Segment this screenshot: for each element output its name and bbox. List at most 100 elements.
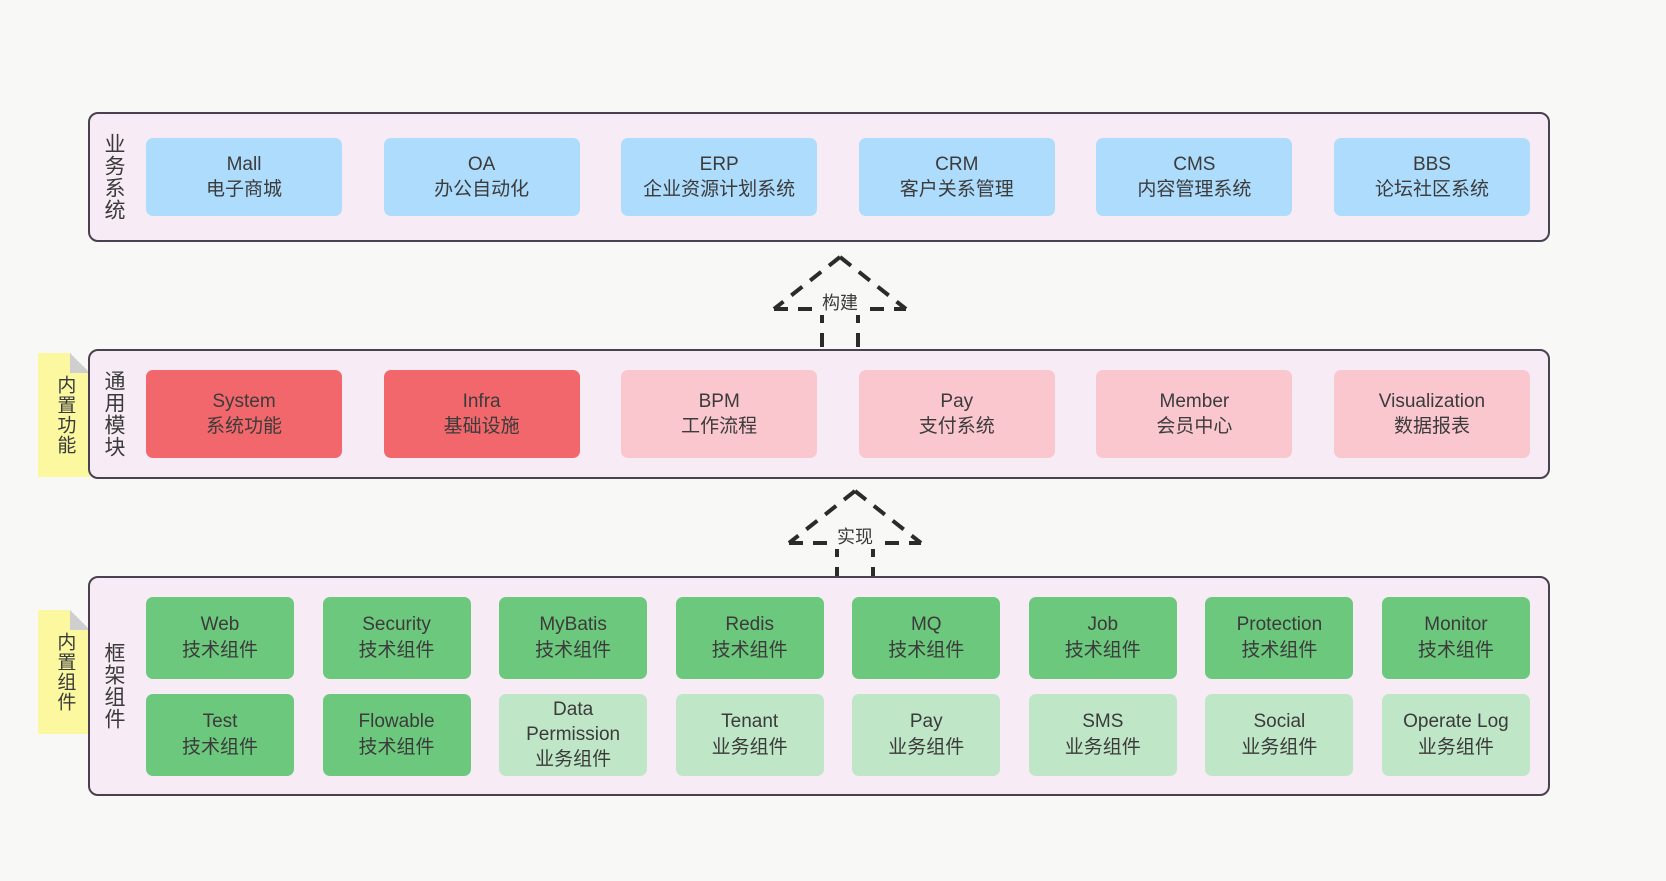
node-operate-log[interactable]: Operate Log 业务组件 bbox=[1381, 693, 1530, 776]
node-pay-module-title: Pay bbox=[940, 390, 974, 412]
node-protection-subtitle: 技术组件 bbox=[1241, 639, 1318, 661]
node-social-subtitle: 业务组件 bbox=[1241, 736, 1318, 758]
layer-framework-components-body: Web 技术组件 Security 技术组件 MyBatis 技术组件 Redi… bbox=[136, 578, 1548, 794]
node-system[interactable]: System 系统功能 bbox=[146, 370, 342, 458]
node-web-title: Web bbox=[200, 614, 240, 636]
node-cms-title: CMS bbox=[1173, 153, 1216, 175]
node-security-subtitle: 技术组件 bbox=[358, 639, 435, 661]
layer-framework-components: 框架组件 Web 技术组件 Security 技术组件 MyBatis 技术组件… bbox=[88, 576, 1550, 796]
layer-general-modules: 通用模块 System 系统功能 Infra 基础设施 BPM 工作流程 Pay… bbox=[88, 349, 1550, 479]
node-web[interactable]: Web 技术组件 bbox=[146, 596, 294, 679]
node-pay-module[interactable]: Pay 支付系统 bbox=[858, 370, 1055, 458]
node-crm-subtitle: 客户关系管理 bbox=[899, 179, 1014, 200]
node-pay-component-subtitle: 业务组件 bbox=[888, 736, 965, 758]
node-oa[interactable]: OA 办公自动化 bbox=[383, 138, 580, 216]
framework-row-business: Test 技术组件 Flowable 技术组件 Data Permission … bbox=[146, 693, 1530, 776]
layer-business-systems-title: 业务系统 bbox=[101, 133, 125, 221]
node-security[interactable]: Security 技术组件 bbox=[322, 596, 471, 679]
node-system-subtitle: 系统功能 bbox=[205, 416, 282, 437]
sticky-note-builtin-features: 内置功能 bbox=[38, 353, 90, 477]
node-operate-log-title: Operate Log bbox=[1403, 711, 1509, 733]
connector-implement-label: 实现 bbox=[835, 523, 875, 549]
node-mybatis-subtitle: 技术组件 bbox=[535, 639, 612, 661]
node-redis[interactable]: Redis 技术组件 bbox=[675, 596, 824, 679]
layer-framework-components-title: 框架组件 bbox=[101, 642, 125, 730]
node-bpm[interactable]: BPM 工作流程 bbox=[621, 370, 818, 458]
node-social-title: Social bbox=[1253, 711, 1306, 733]
connector-build: 构建 bbox=[760, 253, 920, 348]
layer-general-modules-title: 通用模块 bbox=[101, 370, 125, 458]
node-pay-component[interactable]: Pay 业务组件 bbox=[852, 693, 1001, 776]
node-mq-title: MQ bbox=[910, 614, 942, 636]
node-job-title: Job bbox=[1087, 614, 1119, 636]
node-redis-subtitle: 技术组件 bbox=[711, 639, 788, 661]
node-infra[interactable]: Infra 基础设施 bbox=[383, 370, 580, 458]
node-monitor-title: Monitor bbox=[1424, 614, 1488, 636]
sticky-note-builtin-features-label: 内置功能 bbox=[54, 375, 76, 455]
connector-implement-arrow-icon bbox=[787, 489, 923, 582]
node-mybatis-title: MyBatis bbox=[539, 614, 607, 636]
node-erp[interactable]: ERP 企业资源计划系统 bbox=[621, 138, 818, 216]
node-cms[interactable]: CMS 内容管理系统 bbox=[1096, 138, 1293, 216]
node-bbs[interactable]: BBS 论坛社区系统 bbox=[1333, 138, 1530, 216]
node-redis-title: Redis bbox=[725, 614, 774, 636]
node-tenant-subtitle: 业务组件 bbox=[711, 736, 788, 758]
layer-business-systems-body: Mall 电子商城 OA 办公自动化 ERP 企业资源计划系统 CRM 客户关系… bbox=[136, 114, 1548, 240]
node-system-title: System bbox=[212, 390, 276, 412]
node-erp-title: ERP bbox=[699, 153, 739, 175]
node-oa-title: OA bbox=[467, 153, 496, 175]
connector-build-arrow-icon bbox=[772, 255, 908, 348]
node-social[interactable]: Social 业务组件 bbox=[1205, 693, 1354, 776]
node-data-permission-title: Data Permission bbox=[526, 698, 621, 745]
node-protection-title: Protection bbox=[1236, 614, 1323, 636]
node-bbs-subtitle: 论坛社区系统 bbox=[1374, 179, 1489, 200]
node-mq[interactable]: MQ 技术组件 bbox=[852, 596, 1001, 679]
node-mybatis[interactable]: MyBatis 技术组件 bbox=[499, 596, 648, 679]
node-flowable[interactable]: Flowable 技术组件 bbox=[322, 693, 471, 776]
node-visualization-subtitle: 数据报表 bbox=[1393, 416, 1470, 437]
connector-implement: 实现 bbox=[775, 487, 935, 582]
sticky-note-builtin-components-label: 内置组件 bbox=[54, 632, 76, 712]
node-member-title: Member bbox=[1159, 390, 1230, 412]
node-member[interactable]: Member 会员中心 bbox=[1096, 370, 1293, 458]
node-test[interactable]: Test 技术组件 bbox=[146, 693, 294, 776]
node-infra-subtitle: 基础设施 bbox=[443, 416, 520, 437]
node-test-subtitle: 技术组件 bbox=[181, 736, 258, 758]
sticky-note-builtin-components: 内置组件 bbox=[38, 610, 90, 734]
connector-build-label: 构建 bbox=[820, 289, 860, 315]
node-infra-title: Infra bbox=[462, 390, 501, 412]
node-visualization[interactable]: Visualization 数据报表 bbox=[1333, 370, 1530, 458]
node-mall-subtitle: 电子商城 bbox=[205, 179, 282, 200]
node-monitor-subtitle: 技术组件 bbox=[1417, 639, 1494, 661]
node-erp-subtitle: 企业资源计划系统 bbox=[643, 179, 796, 200]
node-job[interactable]: Job 技术组件 bbox=[1028, 596, 1177, 679]
node-crm-title: CRM bbox=[935, 153, 979, 175]
node-bpm-subtitle: 工作流程 bbox=[681, 416, 758, 437]
node-oa-subtitle: 办公自动化 bbox=[434, 179, 530, 200]
node-member-subtitle: 会员中心 bbox=[1156, 416, 1233, 437]
node-mq-subtitle: 技术组件 bbox=[888, 639, 965, 661]
node-flowable-subtitle: 技术组件 bbox=[358, 736, 435, 758]
layer-business-systems: 业务系统 Mall 电子商城 OA 办公自动化 ERP 企业资源计划系统 CRM… bbox=[88, 112, 1550, 242]
node-test-title: Test bbox=[202, 711, 238, 733]
node-bpm-title: BPM bbox=[698, 390, 740, 412]
framework-row-tech: Web 技术组件 Security 技术组件 MyBatis 技术组件 Redi… bbox=[146, 596, 1530, 679]
node-security-title: Security bbox=[362, 614, 431, 636]
node-job-subtitle: 技术组件 bbox=[1064, 639, 1141, 661]
node-mall[interactable]: Mall 电子商城 bbox=[146, 138, 342, 216]
node-protection[interactable]: Protection 技术组件 bbox=[1205, 596, 1354, 679]
node-sms-subtitle: 业务组件 bbox=[1064, 736, 1141, 758]
node-crm[interactable]: CRM 客户关系管理 bbox=[858, 138, 1055, 216]
node-sms-title: SMS bbox=[1082, 711, 1124, 733]
node-operate-log-subtitle: 业务组件 bbox=[1417, 736, 1494, 758]
node-monitor[interactable]: Monitor 技术组件 bbox=[1381, 596, 1530, 679]
node-mall-title: Mall bbox=[226, 153, 262, 175]
node-data-permission-subtitle: 业务组件 bbox=[535, 749, 612, 771]
node-data-permission[interactable]: Data Permission 业务组件 bbox=[499, 693, 648, 776]
node-tenant[interactable]: Tenant 业务组件 bbox=[675, 693, 824, 776]
node-visualization-title: Visualization bbox=[1378, 390, 1486, 412]
node-web-subtitle: 技术组件 bbox=[181, 639, 258, 661]
node-sms[interactable]: SMS 业务组件 bbox=[1028, 693, 1177, 776]
layer-general-modules-body: System 系统功能 Infra 基础设施 BPM 工作流程 Pay 支付系统… bbox=[136, 351, 1548, 477]
node-flowable-title: Flowable bbox=[358, 711, 435, 733]
